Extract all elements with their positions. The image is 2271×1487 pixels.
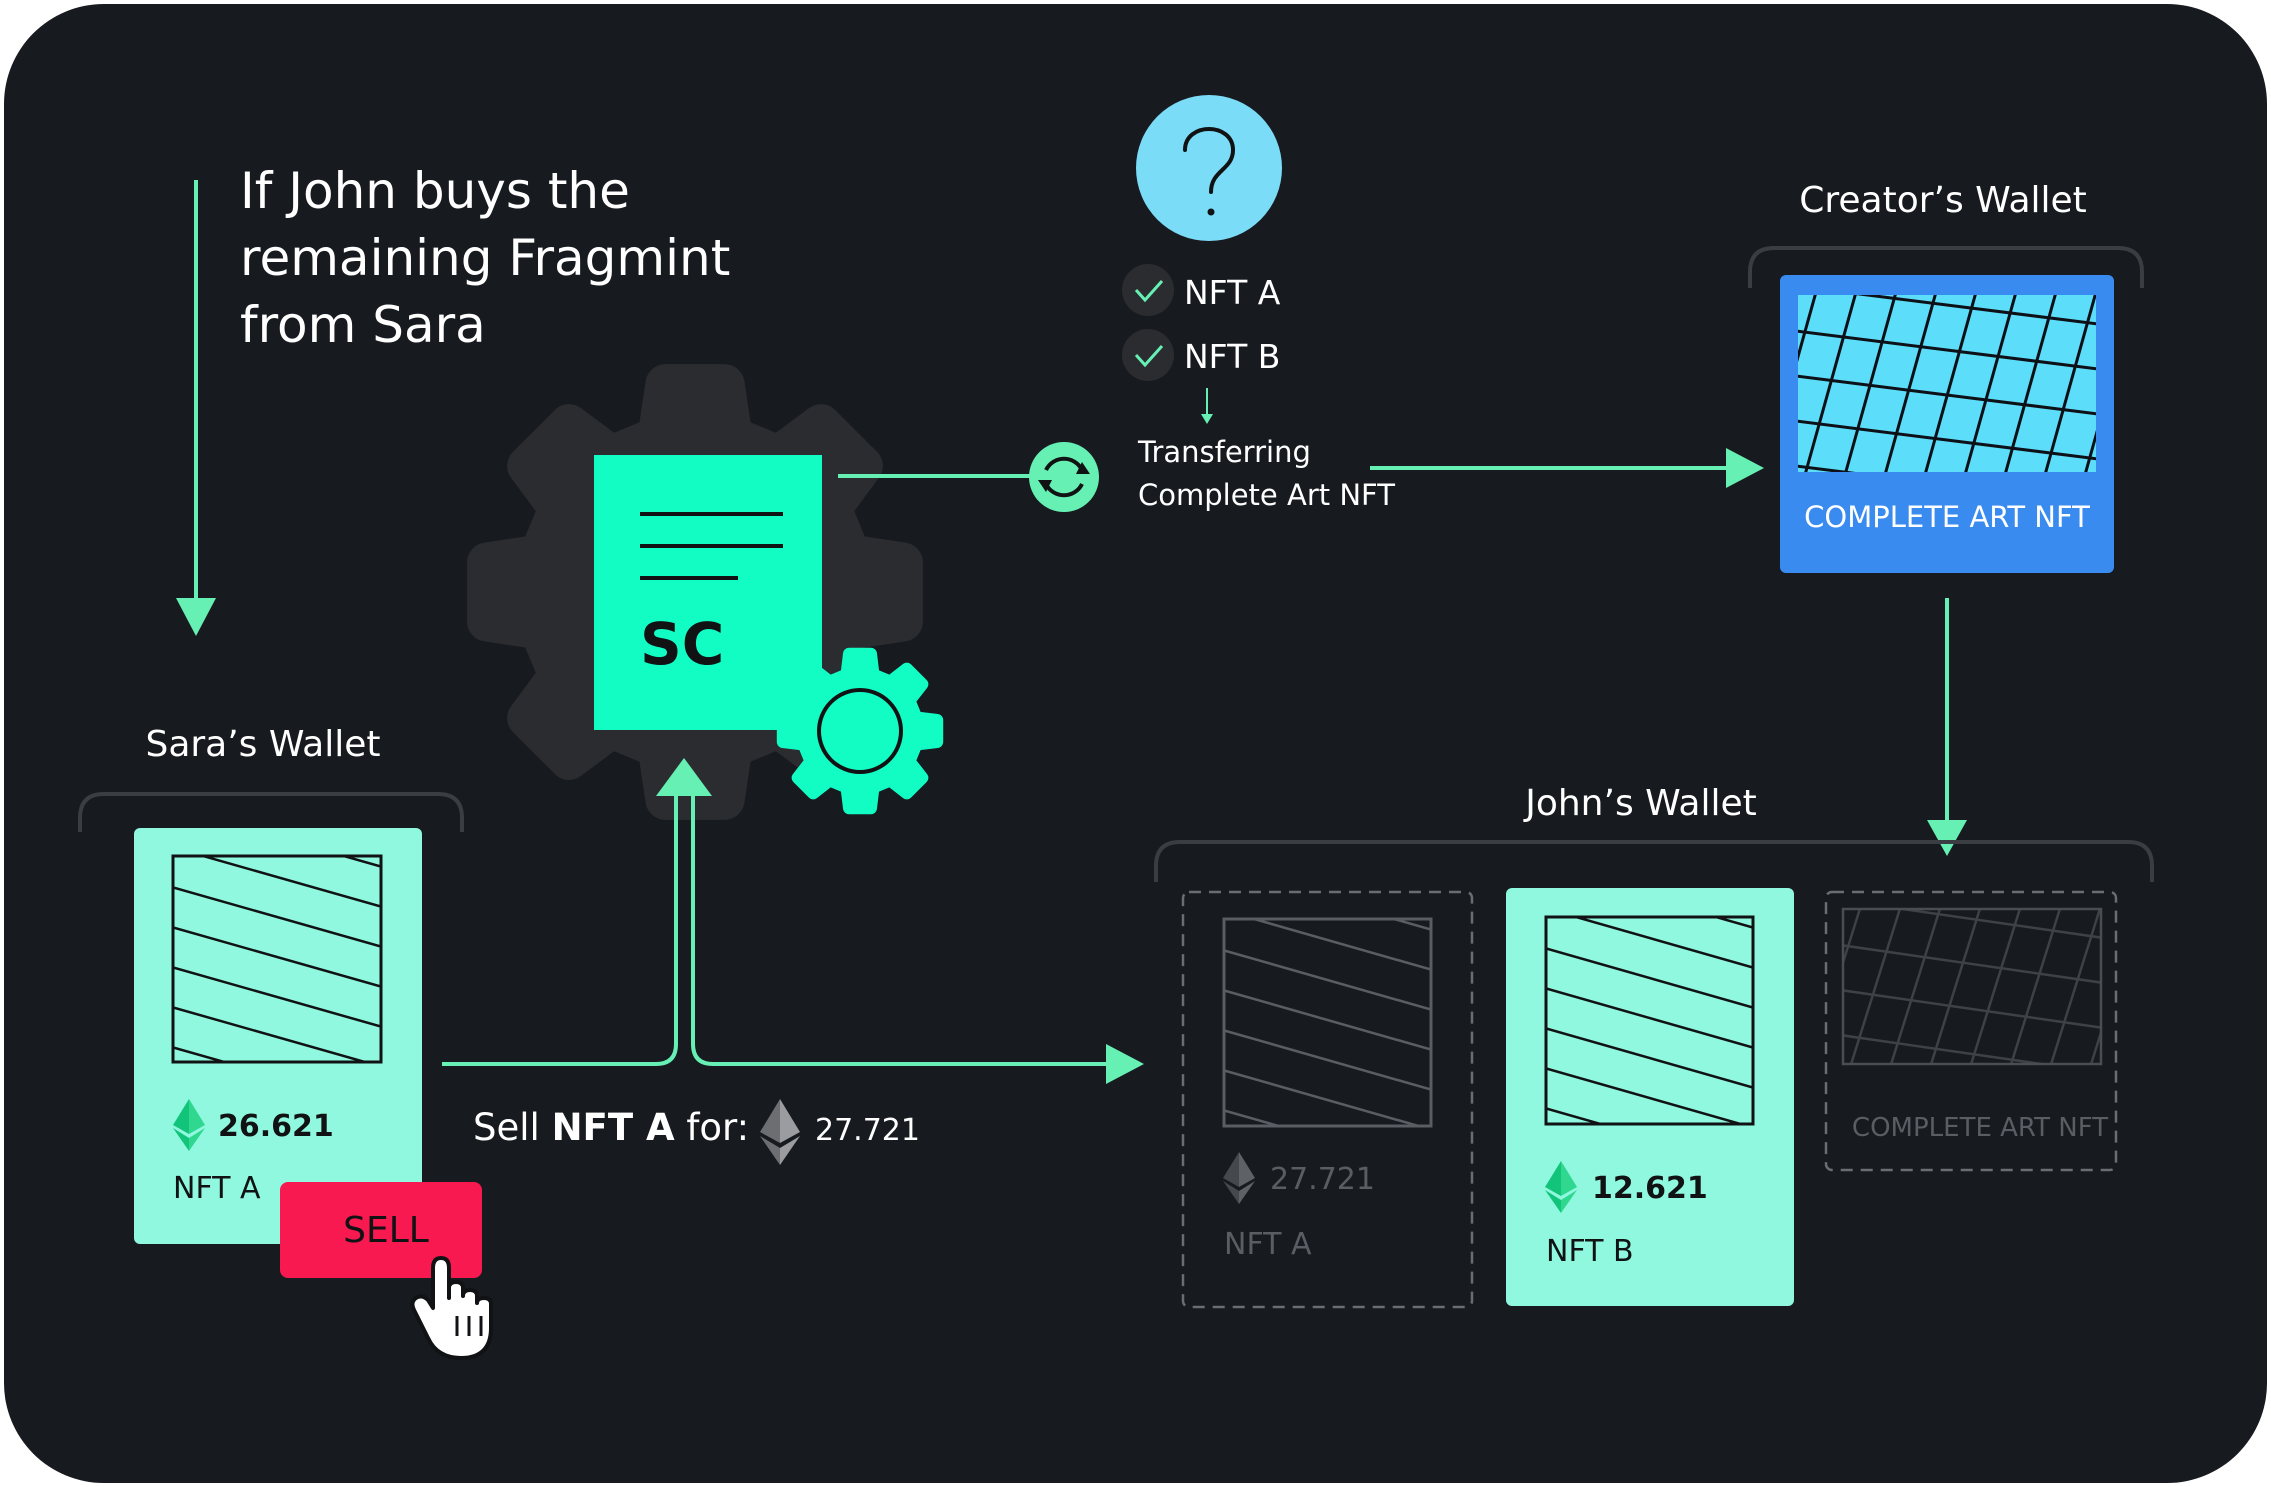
john-nft-a-price: 27.721	[1270, 1162, 1375, 1197]
ethereum-icon	[1223, 1152, 1255, 1204]
headline: If John buys the remaining Fragmint from…	[240, 162, 730, 354]
sell-offer: Sell NFT A for: 27.721	[473, 1099, 920, 1165]
transfer-text-line-2: Complete Art NFT	[1138, 478, 1395, 512]
contract-label: SC	[640, 610, 724, 678]
john-nft-a-name: NFT A	[1224, 1227, 1312, 1262]
transfer-text-line-1: Transferring	[1137, 435, 1311, 469]
sara-wallet: Sara’s Wallet 26.621 NFT A	[78, 724, 464, 1244]
creator-to-john-arrow	[1927, 598, 1967, 856]
checklist-item-2: NFT B	[1184, 337, 1280, 376]
john-nft-a-card: 27.721 NFT A	[1181, 890, 1474, 1309]
john-nft-b-card: 12.621 NFT B	[1506, 888, 1794, 1306]
john-complete-art-nft-label: COMPLETE ART NFT	[1852, 1113, 2108, 1143]
sell-flow-arrows	[442, 792, 1110, 1066]
transfer-arrow	[1370, 448, 1764, 488]
creator-wallet-title: Creator’s Wallet	[1799, 180, 2087, 221]
john-wallet: John’s Wallet 27.721 NFT A	[1154, 783, 2154, 1309]
headline-line-2: remaining Fragmint	[240, 229, 730, 287]
ethereum-icon	[1545, 1161, 1577, 1213]
sell-button-label: SELL	[343, 1210, 429, 1251]
arrow-right-head	[1106, 1044, 1144, 1084]
complete-art-nft-label: COMPLETE ART NFT	[1804, 500, 2090, 534]
question-icon	[1136, 95, 1282, 241]
john-nft-b-name: NFT B	[1546, 1234, 1634, 1269]
john-complete-art-nft-card: COMPLETE ART NFT	[1824, 890, 2118, 1172]
john-nft-b-price: 12.621	[1592, 1171, 1708, 1206]
ethereum-icon	[760, 1099, 800, 1165]
sara-nft-price: 26.621	[218, 1109, 334, 1144]
checklist-item-1: NFT A	[1184, 273, 1281, 312]
sara-nft-name: NFT A	[173, 1171, 261, 1206]
check-icon	[1122, 264, 1174, 316]
sara-wallet-title: Sara’s Wallet	[145, 724, 380, 765]
check-icon	[1122, 329, 1174, 381]
john-wallet-title: John’s Wallet	[1523, 783, 1757, 824]
small-gear-icon	[776, 647, 944, 815]
hand-cursor-icon	[410, 1256, 493, 1360]
checklist: NFT A NFT B Transferring Complete Art NF…	[1122, 264, 1395, 512]
headline-line-1: If John buys the	[240, 162, 630, 220]
sell-button[interactable]: SELL	[280, 1182, 482, 1278]
smart-contract-document: SC	[594, 455, 822, 730]
sell-offer-price: 27.721	[815, 1113, 920, 1148]
headline-down-arrow	[176, 180, 216, 636]
sync-icon	[1029, 442, 1099, 512]
arrow-up-head	[656, 758, 712, 796]
creator-wallet: Creator’s Wallet COMPLETE ART NFT	[1748, 180, 2144, 573]
ethereum-icon	[173, 1099, 205, 1151]
headline-line-3: from Sara	[240, 296, 486, 354]
sell-offer-text: Sell NFT A for:	[473, 1106, 749, 1149]
